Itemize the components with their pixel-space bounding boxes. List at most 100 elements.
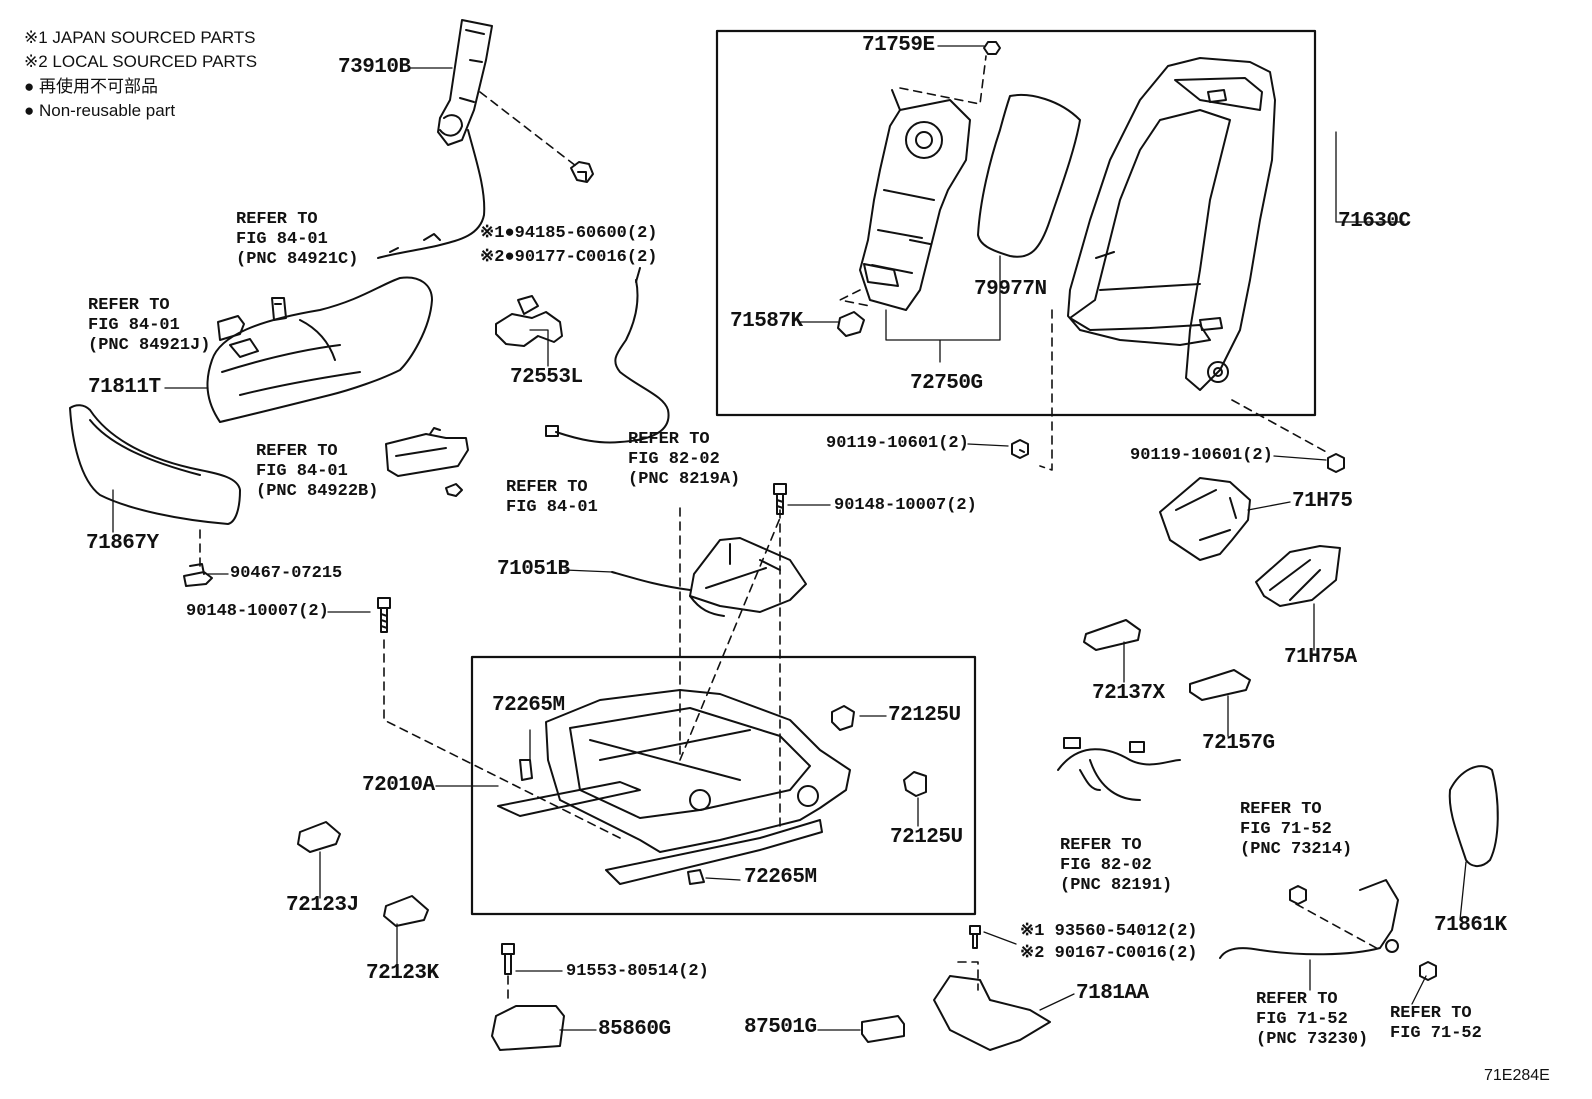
refer-line: REFER TO [1256, 990, 1338, 1009]
bolt-90119-right [1327, 453, 1345, 473]
part-label-79977N[interactable]: 79977N [974, 278, 1047, 301]
bracket-7181AA [933, 925, 1051, 1051]
clip-7152 [1419, 961, 1437, 981]
refer-line: REFER TO [1240, 800, 1322, 819]
part-label-72125U-upper[interactable]: 72125U [888, 704, 961, 727]
legend-non-reusable-en: ● Non-reusable part [24, 101, 176, 120]
cover-71H75A [1255, 545, 1341, 607]
bracket-72553L [495, 295, 563, 347]
refer-line: (PNC 8219A) [628, 470, 741, 489]
part-label-71051B[interactable]: 71051B [497, 558, 570, 581]
part-label-72750G[interactable]: 72750G [910, 372, 983, 395]
refer-line: FIG 82-02 [1060, 856, 1152, 875]
part-label-93560-54012[interactable]: ※1 93560-54012(2) [1020, 922, 1198, 941]
refer-line: (PNC 84921J) [88, 336, 211, 355]
part-label-94185-60600[interactable]: ※1●94185-60600(2) [480, 224, 658, 243]
part-label-90148-10007-right[interactable]: 90148-10007(2) [834, 496, 977, 515]
part-label-90119-10601-left[interactable]: 90119-10601(2) [826, 434, 969, 453]
part-label-71867Y[interactable]: 71867Y [86, 532, 159, 555]
part-label-72125U-lower[interactable]: 72125U [890, 826, 963, 849]
refer-line: (PNC 82191) [1060, 876, 1173, 895]
part-label-87501G[interactable]: 87501G [744, 1016, 817, 1039]
refer-line: FIG 84-01 [88, 316, 180, 335]
refer-73214[interactable]: REFER TO FIG 71-52 (PNC 73214) [1240, 800, 1352, 860]
component-84922B [385, 427, 469, 477]
module-87501G [861, 1015, 905, 1043]
part-label-91553-80514[interactable]: 91553-80514(2) [566, 962, 709, 981]
part-label-71811T[interactable]: 71811T [88, 376, 161, 399]
refer-line: REFER TO [88, 296, 170, 315]
clip-72125U-upper [831, 705, 855, 731]
part-label-71H75[interactable]: 71H75 [1292, 490, 1353, 513]
clip-8401 [445, 483, 463, 497]
cover-72123J [297, 821, 341, 853]
refer-line: FIG 71-52 [1240, 820, 1332, 839]
part-label-72265M-upper[interactable]: 72265M [492, 694, 565, 717]
refer-line: (PNC 73230) [1256, 1030, 1369, 1049]
clip-72265M-lower [687, 869, 705, 885]
refer-line: REFER TO [236, 210, 318, 229]
part-label-85860G[interactable]: 85860G [598, 1018, 671, 1041]
refer-line: (PNC 84922B) [256, 482, 379, 501]
part-label-90148-10007-left[interactable]: 90148-10007(2) [186, 602, 329, 621]
refer-line: REFER TO [1060, 836, 1142, 855]
figure-code: 71E284E [1484, 1067, 1550, 1084]
part-label-7181AA[interactable]: 7181AA [1076, 982, 1149, 1005]
clip-84921C [271, 297, 287, 321]
seatback-frame-71630C [1067, 57, 1276, 391]
seatback-group-box [715, 29, 1317, 417]
bolt-90148-left [377, 597, 391, 633]
front-panel-71867Y [69, 404, 241, 525]
part-label-90467-07215[interactable]: 90467-07215 [230, 564, 343, 583]
refer-line: REFER TO [628, 430, 710, 449]
side-airbag-73910B [377, 19, 493, 259]
part-label-72265M-lower[interactable]: 72265M [744, 866, 817, 889]
part-label-72137X[interactable]: 72137X [1092, 682, 1165, 705]
bolt-90119-left [1011, 439, 1029, 459]
cover-71861K [1448, 765, 1499, 867]
clip-84921J [217, 315, 245, 341]
part-label-72553L[interactable]: 72553L [510, 366, 583, 389]
cover-72123K [383, 895, 429, 927]
refer-line: REFER TO [1390, 1004, 1472, 1023]
refer-line: FIG 82-02 [628, 450, 720, 469]
refer-fig-84-01[interactable]: REFER TO FIG 84-01 [506, 478, 598, 518]
part-label-72157G[interactable]: 72157G [1202, 732, 1275, 755]
part-label-90167-C0016[interactable]: ※2 90167-C0016(2) [1020, 944, 1198, 963]
refer-84922B[interactable]: REFER TO FIG 84-01 (PNC 84922B) [256, 442, 378, 502]
refer-line: FIG 84-01 [236, 230, 328, 249]
assembly-72750G [859, 89, 971, 311]
bracket-71H75 [1159, 477, 1251, 561]
part-label-71587K[interactable]: 71587K [730, 310, 803, 333]
clip-72125U-lower [903, 771, 927, 797]
nut-94185 [570, 161, 594, 183]
refer-84921C[interactable]: REFER TO FIG 84-01 (PNC 84921C) [236, 210, 358, 270]
refer-73230[interactable]: REFER TO FIG 71-52 (PNC 73230) [1256, 990, 1368, 1050]
lever-73230 [1219, 879, 1399, 959]
pad-79977N [977, 94, 1081, 258]
refer-84921J[interactable]: REFER TO FIG 84-01 (PNC 84921J) [88, 296, 210, 356]
refer-line: FIG 71-52 [1390, 1024, 1482, 1043]
refer-fig-71-52[interactable]: REFER TO FIG 71-52 [1390, 1004, 1482, 1044]
refer-line: REFER TO [506, 478, 588, 497]
clip-72265M-upper [519, 759, 533, 781]
part-label-71H75A[interactable]: 71H75A [1284, 646, 1357, 669]
part-label-71759E[interactable]: 71759E [862, 34, 935, 57]
component-85860G [491, 943, 565, 1051]
refer-82191[interactable]: REFER TO FIG 82-02 (PNC 82191) [1060, 836, 1172, 896]
part-label-72123K[interactable]: 72123K [366, 962, 439, 985]
part-label-72123J[interactable]: 72123J [286, 894, 359, 917]
refer-line: FIG 71-52 [1256, 1010, 1348, 1029]
part-label-73910B[interactable]: 73910B [338, 56, 411, 79]
part-label-72010A[interactable]: 72010A [362, 774, 435, 797]
part-label-90119-10601-right[interactable]: 90119-10601(2) [1130, 446, 1273, 465]
harness-8219A [545, 267, 670, 444]
clip-90467 [183, 563, 213, 587]
cushion-cover-71811T [206, 276, 433, 423]
refer-8219A[interactable]: REFER TO FIG 82-02 (PNC 8219A) [628, 430, 740, 490]
nut-71759E [983, 41, 1001, 55]
part-label-71861K[interactable]: 71861K [1434, 914, 1507, 937]
cover-72157G [1189, 669, 1251, 701]
part-label-90177-C0016[interactable]: ※2●90177-C0016(2) [480, 248, 658, 267]
part-label-71630C[interactable]: 71630C [1338, 210, 1411, 233]
